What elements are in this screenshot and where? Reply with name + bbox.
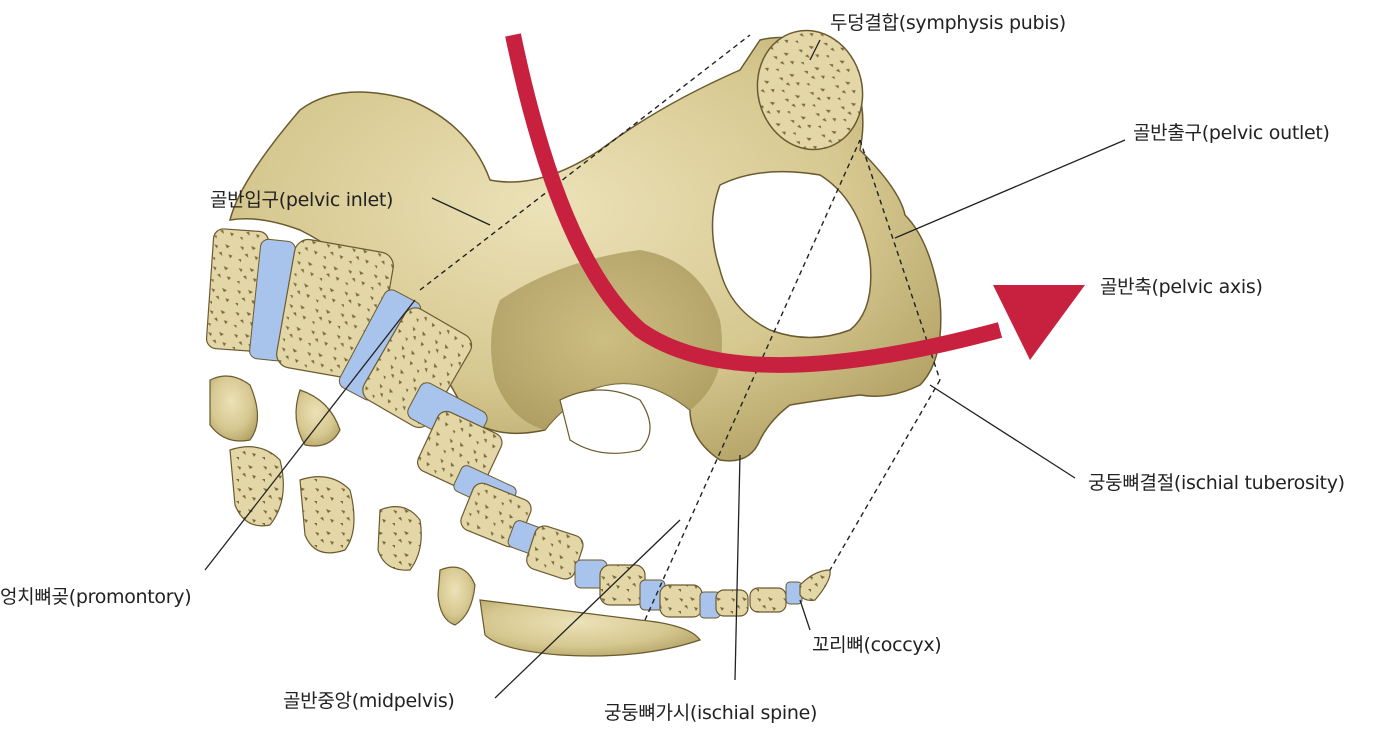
label-pelvic-inlet: 골반입구(pelvic inlet): [210, 189, 394, 211]
label-midpelvis: 골반중앙(midpelvis): [283, 690, 455, 712]
label-promontory: 엉치뼈곶(promontory): [0, 586, 192, 608]
label-ischial-spine: 궁둥뼈가시(ischial spine): [604, 702, 818, 724]
label-ischial-tuberosity: 궁둥뼈결절(ischial tuberosity): [1088, 472, 1345, 494]
label-pelvic-axis: 골반축(pelvic axis): [1100, 276, 1263, 298]
label-symphysis-pubis: 두덩결합(symphysis pubis): [830, 12, 1066, 34]
pelvic-axis-arrow: [505, 33, 1085, 373]
spine: [205, 228, 831, 619]
leader-lines: [204, 39, 1126, 699]
label-coccyx: 꼬리뼈(coccyx): [812, 634, 942, 656]
sacrum-processes: [209, 375, 701, 657]
label-pelvic-outlet: 골반출구(pelvic outlet): [1133, 122, 1330, 144]
